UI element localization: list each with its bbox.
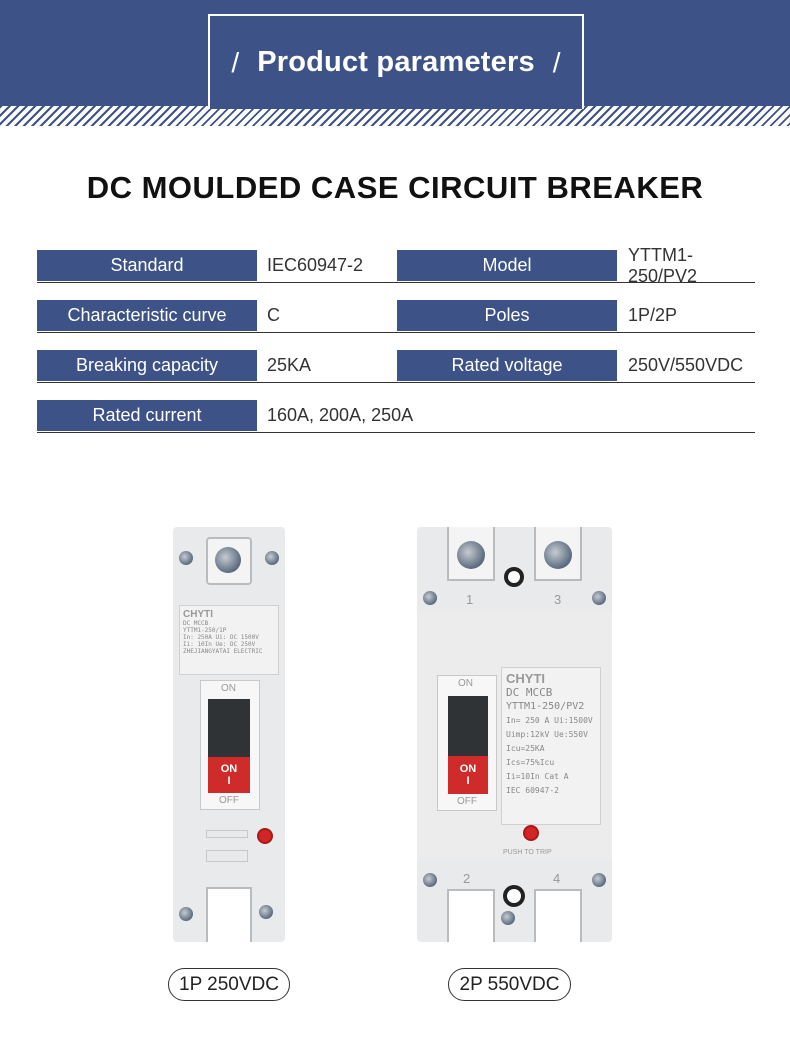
brand-logo: CHYTI: [183, 609, 213, 620]
terminal-opening: [206, 887, 252, 942]
slot: [206, 830, 248, 838]
row-divider: [37, 282, 755, 283]
screw-icon: [259, 905, 273, 919]
screw-icon: [544, 541, 572, 569]
breaker-1p-image: CHYTI DC MCCB YTTM1-250/1P In: 250A Ui: …: [173, 527, 285, 942]
page-title: DC MOULDED CASE CIRCUIT BREAKER: [86, 170, 704, 205]
toggle-i-text: I: [466, 775, 470, 787]
toggle-on-text: ON: [220, 763, 238, 775]
screw-icon: [265, 551, 279, 565]
screw-icon: [179, 907, 193, 921]
terminal-opening: [447, 889, 495, 942]
spec-row: Breaking capacity 25KA Rated voltage 250…: [37, 350, 755, 383]
spec-label: Characteristic curve: [37, 300, 257, 331]
spec-value: IEC60947-2: [267, 255, 364, 275]
screw-icon: [457, 541, 485, 569]
plate-line: IEC 60947-2: [506, 786, 559, 795]
plate-line: In= 250 A Ui:1500V: [506, 716, 593, 725]
spec-value: 160A, 200A, 250A: [267, 405, 414, 425]
spec-row: Standard IEC60947-2 Model YTTM1-250/PV2: [37, 244, 755, 286]
row-divider: [37, 432, 755, 433]
off-label: OFF: [219, 795, 239, 806]
section-title-box: / Product parameters /: [208, 14, 584, 109]
indicator-hole: [504, 567, 524, 587]
toggle-switch[interactable]: ON I: [208, 757, 250, 793]
title-slash-left: /: [231, 46, 240, 78]
plate-line: Ii: 10In Ue: DC 250V: [183, 641, 256, 648]
push-to-trip-label: PUSH TO TRIP: [503, 849, 552, 856]
terminal-number: 3: [554, 592, 562, 607]
spec-label: Model: [397, 250, 617, 281]
spec-label: Poles: [397, 300, 617, 331]
caption-2p: 2P 550VDC: [448, 968, 571, 1001]
header-hatch: [0, 106, 790, 126]
slot: [206, 850, 248, 862]
spec-label: Breaking capacity: [37, 350, 257, 381]
spec-value: 25KA: [267, 355, 312, 375]
screw-icon: [501, 911, 515, 925]
plate-line: Uimp:12kV Ue:550V: [506, 730, 588, 739]
plate-line: In: 250A Ui: DC 1500V: [183, 634, 259, 641]
toggle-switch[interactable]: ON I: [448, 756, 488, 794]
plate-title: DC MCCB: [183, 620, 209, 627]
on-label: ON: [221, 683, 236, 694]
spec-value: YTTM1-250/PV2: [628, 244, 698, 286]
rating-label: CHYTI DC MCCB YTTM1-250/1P In: 250A Ui: …: [179, 605, 279, 675]
spec-label: Rated voltage: [397, 350, 617, 381]
plate-model: YTTM1-250/PV2: [506, 701, 585, 712]
caption-1p: 1P 250VDC: [168, 968, 290, 1001]
switch-well: ON ON I OFF: [437, 675, 497, 811]
row-divider: [37, 382, 755, 383]
spec-value: 250V/550VDC: [628, 355, 744, 375]
plate-line: Ii=10In Cat A: [506, 772, 569, 781]
spec-label: Rated current: [37, 400, 257, 431]
toggle-i-text: I: [227, 775, 231, 787]
plate-line: Icu=25KA Ics=75%Icu: [506, 744, 555, 767]
switch-well: ON ON I OFF: [200, 680, 260, 810]
toggle-on-text: ON: [459, 763, 477, 775]
screw-icon: [423, 591, 437, 605]
trip-button[interactable]: [523, 825, 539, 841]
indicator-hole: [503, 885, 525, 907]
terminal-number: 1: [466, 592, 474, 607]
plate-line: YTTM1-250/1P: [183, 627, 227, 634]
toggle-handle: [448, 696, 488, 756]
screw-icon: [592, 873, 606, 887]
terminal-number: 4: [553, 871, 561, 886]
off-label: OFF: [457, 796, 477, 807]
row-divider: [37, 332, 755, 333]
breaker-2p-image: 1 3 ON ON I OFF CHYTI DC MCCB YTTM1-250/…: [417, 527, 612, 942]
terminal-number: 2: [463, 871, 471, 886]
screw-icon: [179, 551, 193, 565]
section-title: Product parameters: [257, 46, 535, 78]
spec-value: C: [267, 305, 280, 325]
spec-row: Characteristic curve C Poles 1P/2P: [37, 300, 755, 333]
terminal-opening: [534, 889, 582, 942]
toggle-handle: [208, 699, 250, 757]
screw-icon: [215, 547, 241, 573]
rating-label: CHYTI DC MCCB YTTM1-250/PV2 In= 250 A Ui…: [501, 667, 601, 825]
spec-row: Rated current 160A, 200A, 250A: [37, 400, 755, 433]
trip-button[interactable]: [257, 828, 273, 844]
spec-value: 1P/2P: [628, 305, 678, 325]
title-slash-right: /: [552, 46, 561, 78]
screw-icon: [592, 591, 606, 605]
plate-title: DC MCCB: [506, 686, 553, 699]
screw-icon: [423, 873, 437, 887]
brand-logo: CHYTI: [506, 671, 545, 686]
on-label: ON: [458, 678, 473, 689]
spec-label: Standard: [37, 250, 257, 281]
plate-line: ZHEJIANGYATAI ELECTRIC: [183, 648, 263, 655]
